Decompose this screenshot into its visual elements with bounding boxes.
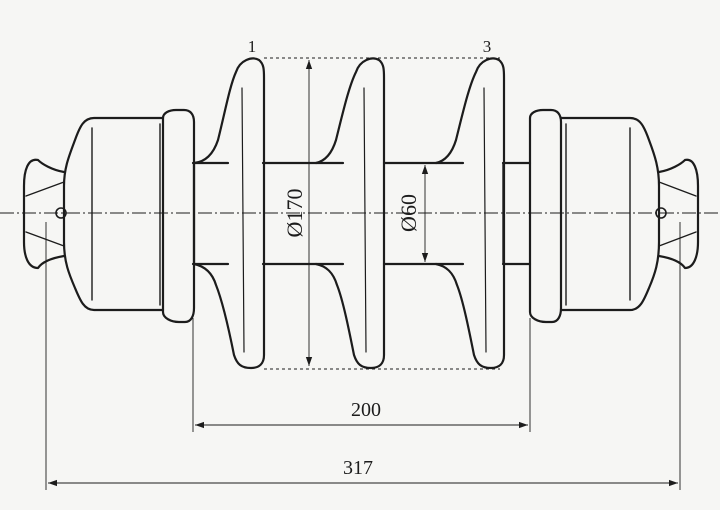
shed-2	[314, 57, 386, 370]
dimension-shed-diameter	[264, 57, 500, 370]
dimension-total-length	[45, 222, 681, 490]
shed-diameter-label: Ø170	[282, 189, 307, 238]
right-end-fitting	[528, 108, 700, 324]
dimension-insulating-length	[192, 318, 531, 432]
shed-1	[192, 57, 266, 370]
left-end-fitting	[22, 108, 196, 324]
shed-3-label: 3	[483, 37, 492, 56]
insulating-length-label: 200	[351, 399, 381, 421]
core-diameter-label: Ø60	[396, 194, 421, 232]
shed-1-label: 1	[248, 37, 257, 56]
shed-3	[434, 57, 506, 370]
total-length-label: 317	[343, 457, 373, 479]
